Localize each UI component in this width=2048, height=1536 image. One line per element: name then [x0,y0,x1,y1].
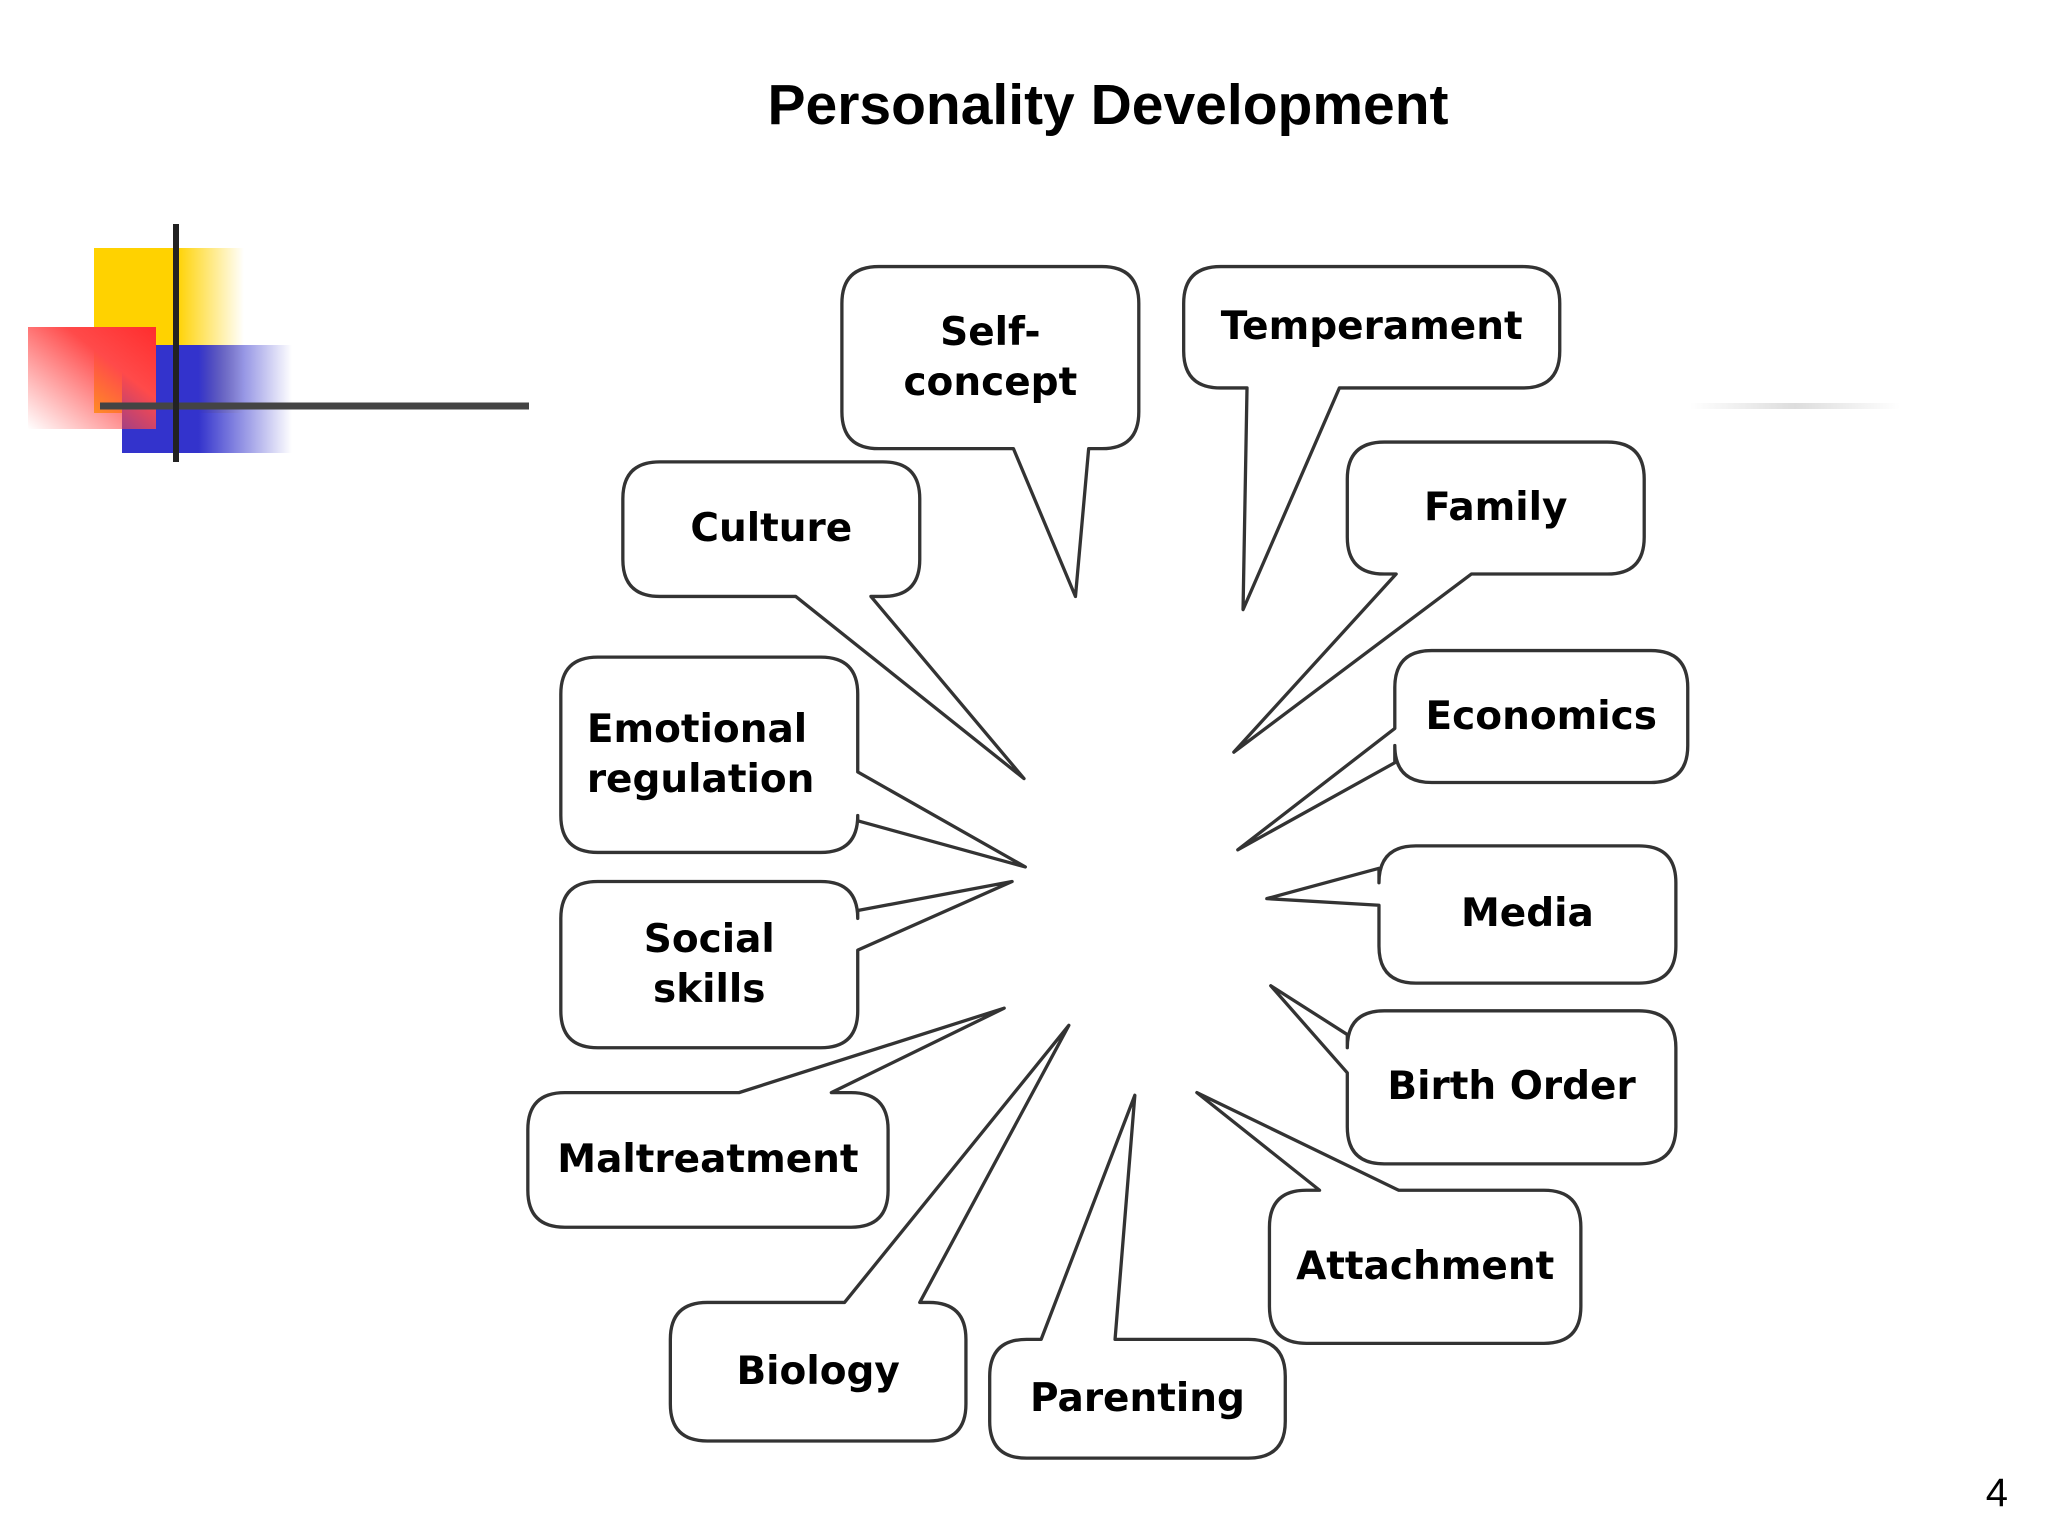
callout-bubble-self-concept [840,264,1141,599]
callout-label-temperament: Temperament [1220,304,1523,350]
callout-bubble-attachment [1195,1090,1583,1345]
callout-label-family: Family [1424,485,1568,531]
callout-bubble-media [1265,844,1678,985]
callout-bubble-temperament [1182,264,1562,612]
page-number: 4 [1985,1471,2008,1515]
callout-label-attachment: Attachment [1296,1243,1555,1289]
callout-label-culture: Culture [690,506,853,552]
callout-bubble-emotional-regulation [559,655,1027,869]
callout-bubble-family [1232,440,1646,754]
callout-bubble-birth-order [1269,984,1678,1166]
callout-label-biology: Biology [736,1348,900,1394]
page-title: Personality Development [767,73,1449,137]
callout-label-economics: Economics [1425,693,1657,739]
callout-bubble-economics [1236,648,1690,852]
callout-bubble-parenting [988,1093,1287,1460]
callout-label-media: Media [1460,891,1594,937]
callout-bubble-social-skills [559,879,1014,1050]
callout-label-maltreatment: Maltreatment [557,1136,859,1182]
callout-label-parenting: Parenting [1029,1375,1245,1421]
faint-rule-right [1690,403,1900,409]
callout-label-social-skills: Social skills [643,916,775,1012]
accent-red-square [28,327,156,429]
callout-label-self-concept: Self- concept [903,309,1078,405]
callout-bubble-maltreatment [526,1006,1006,1229]
callout-label-birth-order: Birth Order [1387,1064,1636,1110]
callout-label-emotional-regulation: Emotional regulation [586,706,815,802]
callout-bubble-culture [621,460,1026,781]
callout-shapes [526,264,1690,1460]
callout-bubble-biology [668,1023,1071,1443]
